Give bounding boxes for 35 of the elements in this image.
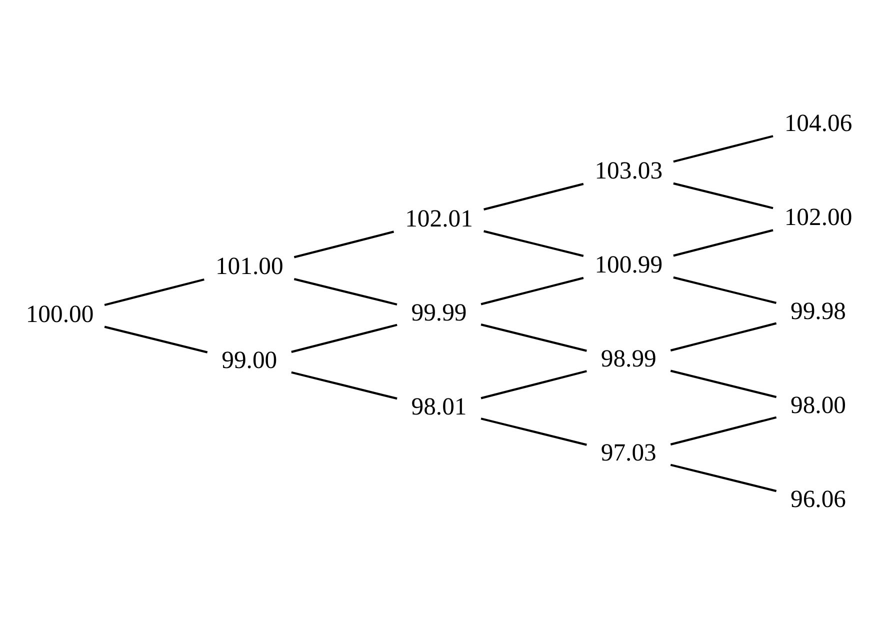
connector (673, 182, 774, 210)
node-text: 98.00 (790, 392, 846, 419)
connector (484, 230, 584, 257)
node-text: 99.00 (222, 347, 278, 374)
connector (670, 464, 777, 492)
node-text: 100.99 (594, 252, 663, 279)
node-text: 102.00 (784, 204, 852, 231)
connector (480, 418, 587, 446)
connector (673, 276, 776, 304)
node-text: 100.00 (26, 300, 94, 328)
connector (484, 182, 584, 210)
connector (480, 324, 587, 352)
connector (673, 229, 774, 257)
node-text: 101.00 (215, 253, 284, 280)
node-text: 102.01 (405, 205, 473, 232)
connector (104, 326, 208, 354)
connector (294, 278, 398, 306)
connector (670, 416, 777, 446)
node-text: 98.99 (600, 346, 656, 373)
node-text: 104.06 (784, 110, 852, 137)
connector (670, 322, 777, 352)
connector (673, 135, 774, 163)
connector (480, 370, 587, 400)
node-text: 99.98 (790, 298, 846, 325)
connector (104, 278, 204, 306)
node-text: 97.03 (600, 440, 656, 467)
connector (291, 324, 398, 353)
node-text: 98.01 (411, 393, 467, 420)
connector (294, 230, 394, 258)
node-text: 96.06 (790, 486, 846, 513)
node-text: 103.03 (594, 158, 663, 185)
node-text: 99.99 (411, 299, 467, 326)
connector (670, 370, 777, 398)
connector (291, 371, 398, 400)
connector (480, 276, 584, 306)
